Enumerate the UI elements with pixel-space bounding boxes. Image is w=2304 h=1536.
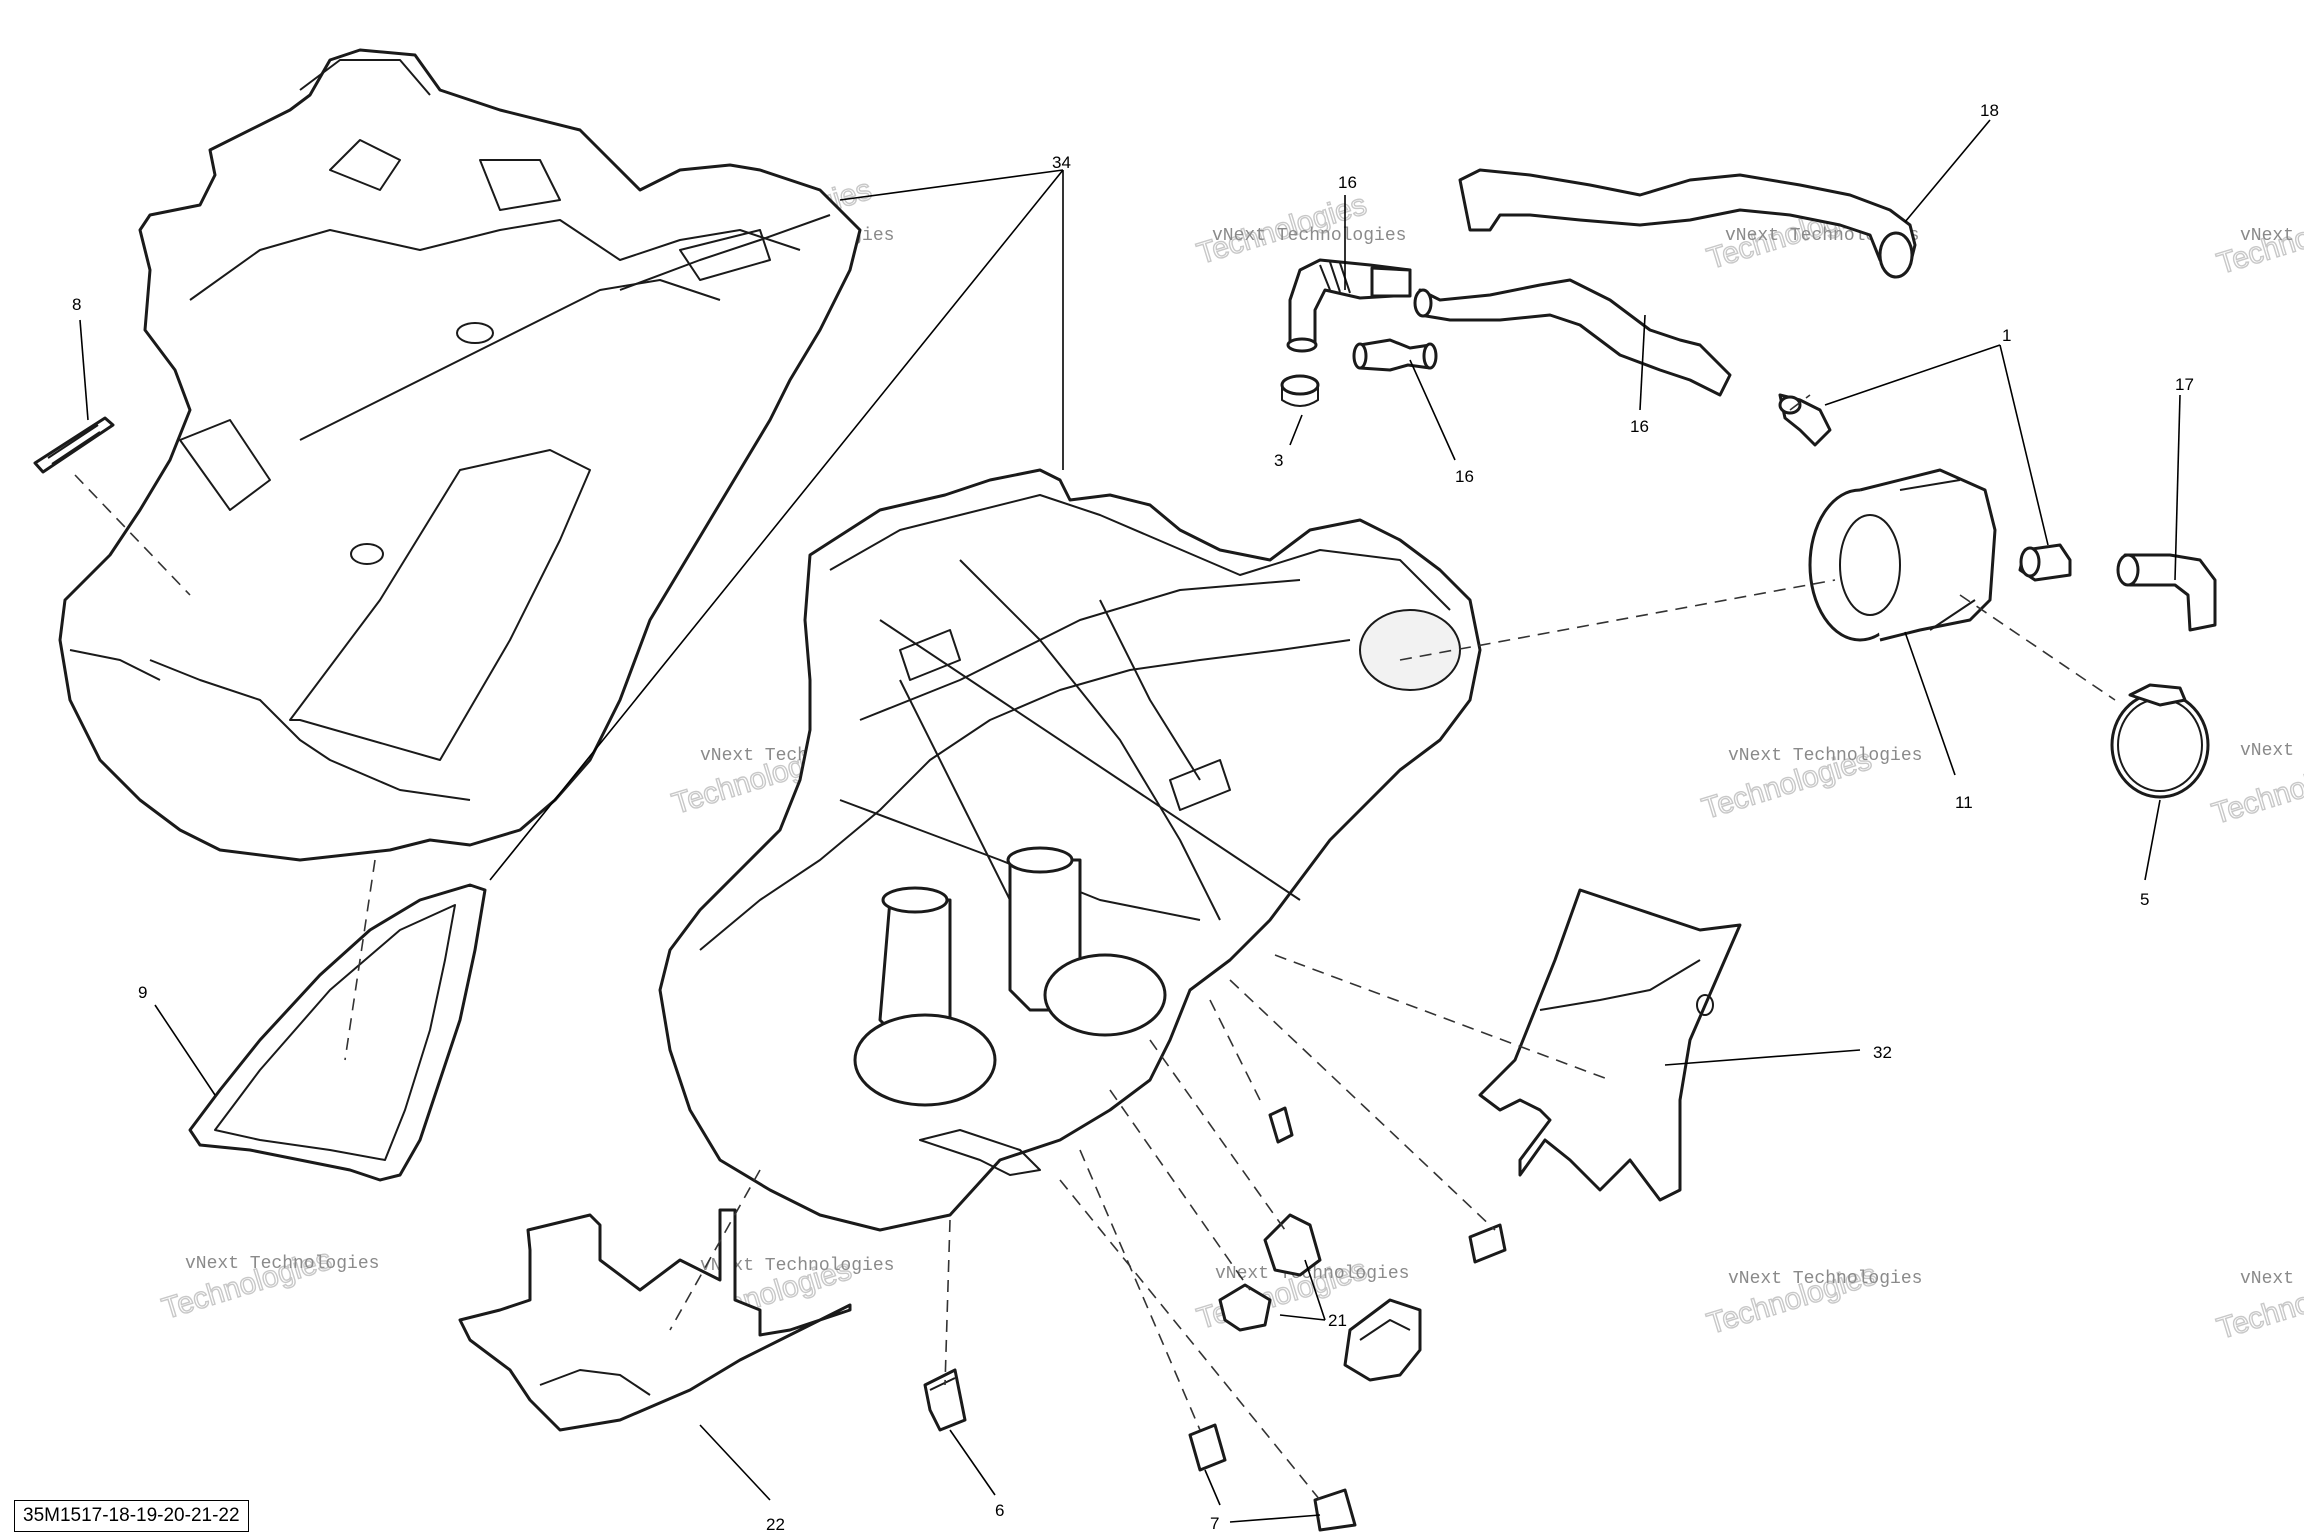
clip-part <box>1468 1223 1507 1264</box>
hose-clamp-part-5 <box>2110 683 2210 799</box>
adapter-part-11 <box>1808 468 1997 642</box>
callout-8: 8 <box>72 295 81 314</box>
watermark-text: vNext Technologies <box>2240 741 2304 761</box>
callout-6: 6 <box>995 1501 1004 1520</box>
callout-18: 18 <box>1980 101 1999 120</box>
callout-5: 5 <box>2140 890 2149 909</box>
clip-part-6 <box>923 1368 967 1432</box>
seal-gasket-part <box>188 883 487 1182</box>
watermark-text: vNext Technologies <box>185 1254 379 1274</box>
hose-part-16 <box>1413 278 1732 397</box>
clip-part-7a <box>1188 1423 1227 1472</box>
clip-part-21b <box>1218 1283 1272 1332</box>
watermark-text: vNext Technologies <box>1215 1264 1409 1284</box>
callout-16: 16 <box>1338 173 1357 192</box>
hose-part-18 <box>1458 168 1917 279</box>
watermark-text: vNext Technologies <box>1728 746 1922 766</box>
callout-32: 32 <box>1873 1043 1892 1062</box>
clip-part <box>1268 1106 1294 1144</box>
fitting-part-16 <box>1352 338 1438 372</box>
fitting-part-1a <box>1778 393 1832 447</box>
clip-part-7b <box>1313 1488 1357 1532</box>
callout-16: 16 <box>1455 467 1474 486</box>
assembly-lines <box>74 394 2116 1501</box>
label-part <box>33 416 115 474</box>
callout-labels: 34 8 16 16 16 18 3 1 17 11 5 9 32 21 22 … <box>72 101 2194 1534</box>
leader-lines <box>79 119 2181 1523</box>
upper-housing-part <box>58 48 862 862</box>
watermark-text: vNext Technologies <box>2240 226 2304 246</box>
watermark-text: vNext Technologies <box>1212 226 1406 246</box>
callout-22: 22 <box>766 1515 785 1534</box>
elbow-hose-part-17 <box>2116 553 2217 632</box>
callout-7: 7 <box>1210 1514 1219 1533</box>
deflector-plate-32 <box>1478 888 1742 1202</box>
lower-housing-part <box>658 468 1482 1232</box>
clip-part <box>1343 1298 1422 1382</box>
callout-1: 1 <box>2002 326 2011 345</box>
callout-17: 17 <box>2175 375 2194 394</box>
watermark-text: vNext Technologies <box>700 1256 894 1276</box>
hose-fitting-16 <box>1286 258 1412 353</box>
callout-21: 21 <box>1328 1311 1347 1330</box>
clamp-part-3 <box>1280 374 1320 407</box>
clip-part-21a <box>1263 1213 1322 1277</box>
callout-3: 3 <box>1274 451 1283 470</box>
callout-9: 9 <box>138 983 147 1002</box>
callout-34: 34 <box>1052 153 1071 172</box>
watermark-text: vNext Technologies <box>1728 1269 1922 1289</box>
watermark-text: vNext Technologies <box>2240 1269 2304 1289</box>
fitting-part-1b <box>2018 543 2072 582</box>
callout-11: 11 <box>1955 793 1973 812</box>
diagram-code-label: 35M1517-18-19-20-21-22 <box>14 1500 249 1532</box>
deflector-plate-22 <box>458 1208 852 1432</box>
callout-16: 16 <box>1630 417 1649 436</box>
